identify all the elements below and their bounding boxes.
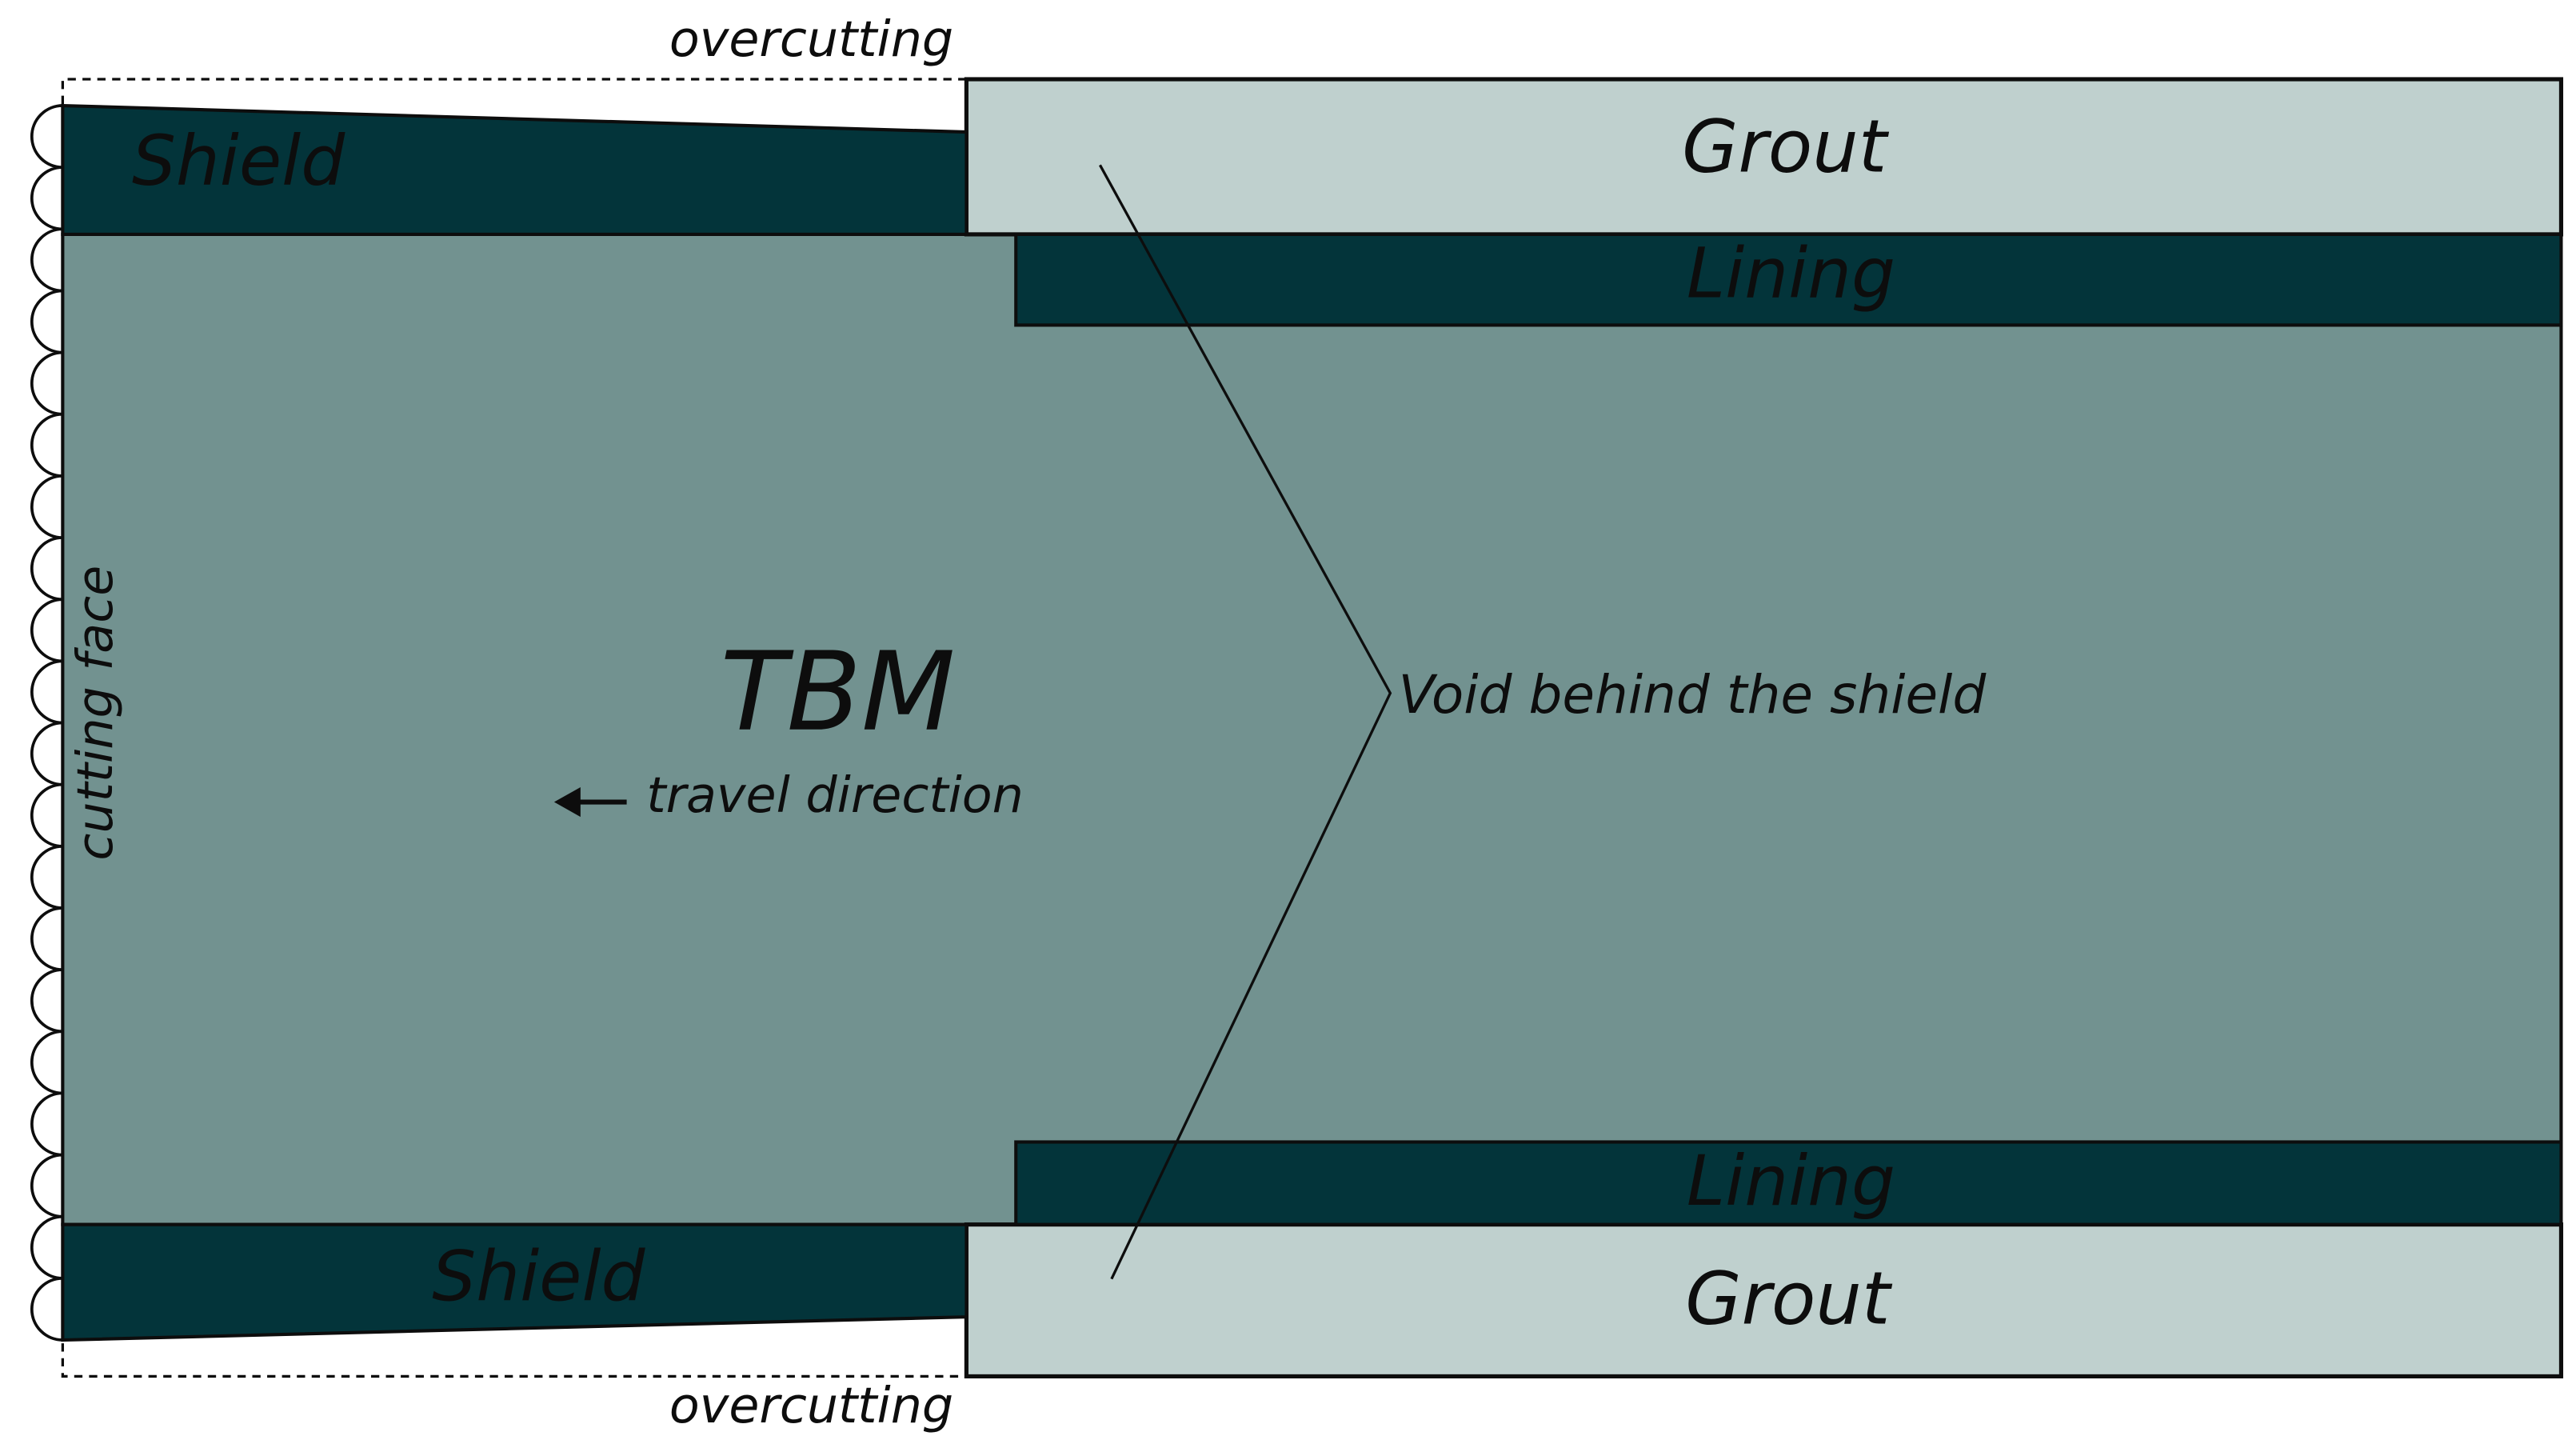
scalloped-edge-icon: [30, 104, 63, 1342]
travel-direction-label: travel direction: [646, 766, 1023, 824]
grout-bottom: [964, 1222, 2564, 1379]
lining-bottom-label: Lining: [1687, 1142, 1895, 1222]
lining-bottom: [1014, 1140, 2563, 1226]
grout-top: [964, 77, 2564, 237]
cutting-face-label: cutting face: [66, 566, 124, 861]
overcutting-top-label: overcutting: [669, 10, 953, 68]
grout-top-label: Grout: [1682, 106, 1890, 190]
shield-bottom: [61, 1222, 968, 1342]
lining-top-label: Lining: [1687, 234, 1895, 314]
lining-top: [1014, 232, 2563, 327]
tbm-label: TBM: [721, 630, 956, 756]
tbm-body: [61, 232, 2563, 1226]
void-label: Void behind the shield: [1399, 664, 1987, 726]
overcutting-bottom-label: overcutting: [669, 1377, 953, 1434]
shield-top: [61, 103, 968, 236]
arrow-left-icon: [553, 786, 627, 818]
shield-top-label: Shield: [132, 122, 345, 202]
grout-bottom-label: Grout: [1685, 1257, 1893, 1341]
void-leader-line: [1098, 164, 1392, 1280]
shield-bottom-label: Shield: [432, 1238, 645, 1318]
